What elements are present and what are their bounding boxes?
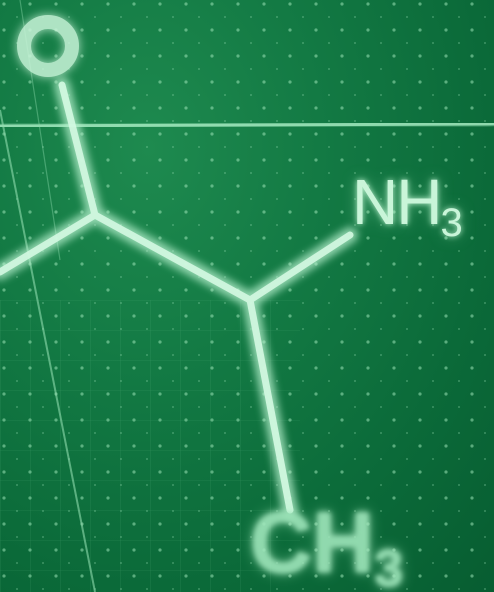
methyl-label-main: CH	[250, 495, 375, 591]
amine-label: NH3	[352, 170, 463, 243]
bond-left	[0, 211, 99, 276]
scan-line-horizontal	[0, 122, 494, 128]
bond-skeleton	[0, 81, 354, 514]
methyl-label-subscript: 3	[374, 540, 404, 592]
bond-carbonyl	[58, 81, 99, 219]
amine-label-subscript: 3	[440, 201, 463, 245]
bond-center	[91, 211, 254, 304]
bond-amine	[246, 231, 354, 304]
grid-pattern	[0, 300, 300, 592]
bond-methyl	[246, 296, 294, 514]
diagonal-line-1	[0, 109, 96, 592]
methyl-label: CH3	[250, 500, 403, 592]
oxygen-ring-icon	[17, 15, 79, 77]
amine-label-main: NH	[352, 166, 442, 238]
